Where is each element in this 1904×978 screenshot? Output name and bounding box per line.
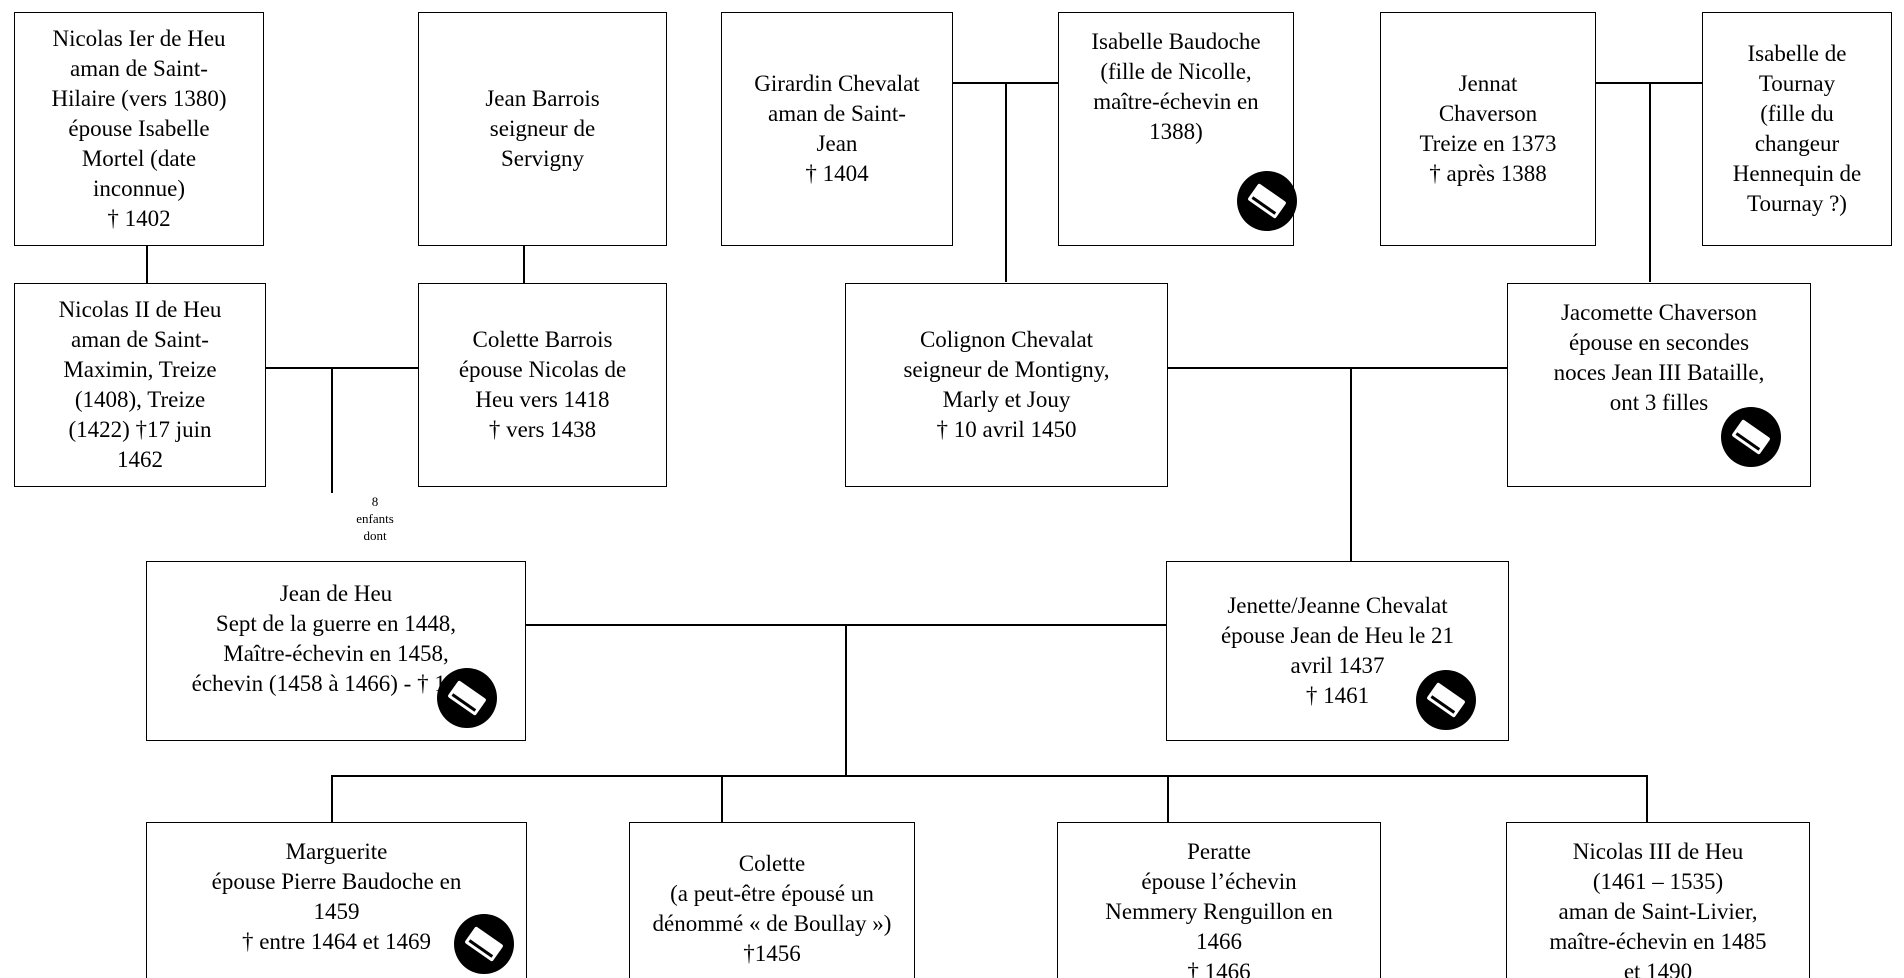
person-label: Nicolas II de Heu aman de Saint- Maximin… [58, 297, 222, 472]
person-box-colignon-chevalat: Colignon Chevalat seigneur de Montigny, … [845, 283, 1168, 487]
book-icon[interactable] [1236, 170, 1298, 232]
person-box-colette: Colette (a peut-être épousé un dénommé «… [629, 822, 915, 978]
connector [845, 624, 847, 775]
person-label: Marguerite épouse Pierre Baudoche en 145… [211, 839, 462, 954]
connector [1167, 367, 1508, 369]
person-label: Jacomette Chaverson épouse en secondes n… [1553, 300, 1765, 415]
book-icon[interactable] [453, 913, 515, 975]
person-label: Jenette/Jeanne Chevalat épouse Jean de H… [1220, 593, 1455, 708]
person-label: Jennat Chaverson Treize en 1373 † après … [1419, 71, 1557, 186]
person-label: Jean Barrois seigneur de Servigny [485, 86, 600, 171]
book-icon[interactable] [1720, 406, 1782, 468]
connector [523, 245, 525, 283]
connector [1646, 775, 1648, 822]
person-box-jean-barrois: Jean Barrois seigneur de Servigny [418, 12, 667, 246]
person-label: Isabelle de Tournay (fille du changeur H… [1732, 41, 1862, 216]
person-label: Colignon Chevalat seigneur de Montigny, … [903, 327, 1110, 442]
connector [146, 245, 148, 283]
person-label: Nicolas Ier de Heu aman de Saint- Hilair… [51, 26, 227, 231]
person-label: Colette (a peut-être épousé un dénommé «… [652, 851, 892, 966]
person-label: Girardin Chevalat aman de Saint- Jean † … [754, 71, 920, 186]
person-box-colette-barrois: Colette Barrois épouse Nicolas de Heu ve… [418, 283, 667, 487]
children-count-note: 8 enfants dont [356, 494, 394, 543]
person-label: Jean de Heu Sept de la guerre en 1448, M… [191, 581, 481, 696]
person-box-marguerite: Marguerite épouse Pierre Baudoche en 145… [146, 822, 527, 978]
connector [1649, 82, 1651, 282]
person-box-nicolas-2: Nicolas II de Heu aman de Saint- Maximin… [14, 283, 266, 487]
person-box-jacomette-chaverson: Jacomette Chaverson épouse en secondes n… [1507, 283, 1811, 487]
connector [1167, 775, 1169, 822]
connector [331, 367, 333, 493]
person-label: Colette Barrois épouse Nicolas de Heu ve… [458, 327, 627, 442]
person-box-peratte: Peratte épouse l’échevin Nemmery Renguil… [1057, 822, 1381, 978]
connector [721, 775, 723, 822]
person-box-isabelle-de-tournay: Isabelle de Tournay (fille du changeur H… [1702, 12, 1892, 246]
connector [1350, 367, 1352, 561]
person-box-isabelle-baudoche: Isabelle Baudoche (fille de Nicolle, maî… [1058, 12, 1294, 246]
person-box-nicolas-1: Nicolas Ier de Heu aman de Saint- Hilair… [14, 12, 264, 246]
connector [1005, 82, 1007, 282]
connector [525, 624, 1168, 626]
person-label: Isabelle Baudoche (fille de Nicolle, maî… [1091, 29, 1261, 144]
connector [331, 775, 1647, 777]
connector [331, 775, 333, 822]
person-box-jennat-chaverson: Jennat Chaverson Treize en 1373 † après … [1380, 12, 1596, 246]
person-label: Peratte épouse l’échevin Nemmery Renguil… [1105, 839, 1333, 978]
book-icon[interactable] [1415, 669, 1477, 731]
book-icon[interactable] [436, 667, 498, 729]
connector [265, 367, 418, 369]
person-label: Nicolas III de Heu (1461 – 1535) aman de… [1549, 839, 1767, 978]
person-box-girardin-chevalat: Girardin Chevalat aman de Saint- Jean † … [721, 12, 953, 246]
person-box-nicolas-3: Nicolas III de Heu (1461 – 1535) aman de… [1506, 822, 1810, 978]
